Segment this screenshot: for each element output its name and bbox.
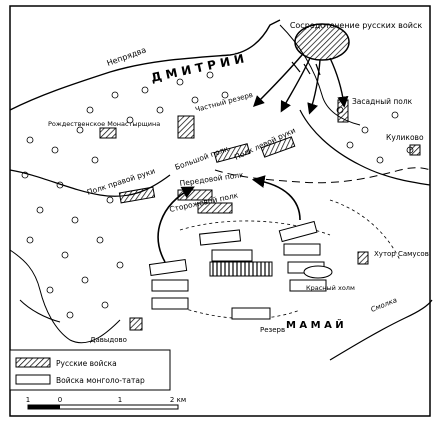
map-frame [9,5,431,417]
davydovo-marker [129,317,143,331]
scale-tick-1: 1 [26,396,30,404]
attack-arrows [157,175,301,263]
scale-tick-3: 1 [118,396,122,404]
label-reserve-bottom: Резерв [260,326,285,334]
label-kulikovo: Куликово [386,133,424,142]
kulikovo-marker [409,144,421,156]
scale-tick-2: 0 [58,396,62,404]
label-khutor: Хутор Самусов [374,250,429,258]
label-advance: Передовой полк [179,170,245,188]
regiment-reserve [177,115,195,139]
regiment-right-hand [118,186,156,204]
regiment-big [213,143,251,163]
label-reserve-main: Частный резерв [194,91,253,114]
regiment-advance [177,189,213,201]
legend-label-russian: Русские войска [56,359,117,368]
regiment-left-hand [260,136,296,158]
khutor-marker [357,251,369,265]
scale-bar-fill [28,405,60,409]
label-smolka: Смолка [370,296,398,314]
legend-label-tatar: Войска монголо-татар [56,376,145,385]
regiment-sentry [197,202,233,214]
label-concentration: Сосредоточение русских войск [290,21,423,30]
ambush-regiment [337,99,349,123]
hut-marker [99,127,117,139]
russian-regiments [99,99,421,331]
map-labels: Непрядва Д М И Т Р И Й Сосредоточение ру… [48,21,429,344]
legend: Русские войска Войска монголо-татар [9,349,171,391]
legend-swatch-tatar [15,374,51,385]
tatar-units [148,220,333,320]
legend-swatch-russian [15,357,51,368]
label-hut: Рождественское Монастырщина [48,120,160,128]
label-red-hill: Красный холм [306,284,355,292]
concentration-area [294,23,350,61]
movement-arrows [253,54,349,115]
label-concentration-text: Сосредоточение русских войск [290,21,423,30]
scale-bar: 1 0 1 2 км [26,396,186,410]
label-mamai: М А М А Й [286,318,344,331]
label-river: Д М И Т Р И Й [150,51,246,85]
scale-tick-4: 2 км [170,396,186,404]
label-davydovo: Давыдово [90,336,127,344]
bridge-marks [291,61,321,76]
rivers [9,24,433,361]
label-ambush: Засадный полк [352,97,413,106]
